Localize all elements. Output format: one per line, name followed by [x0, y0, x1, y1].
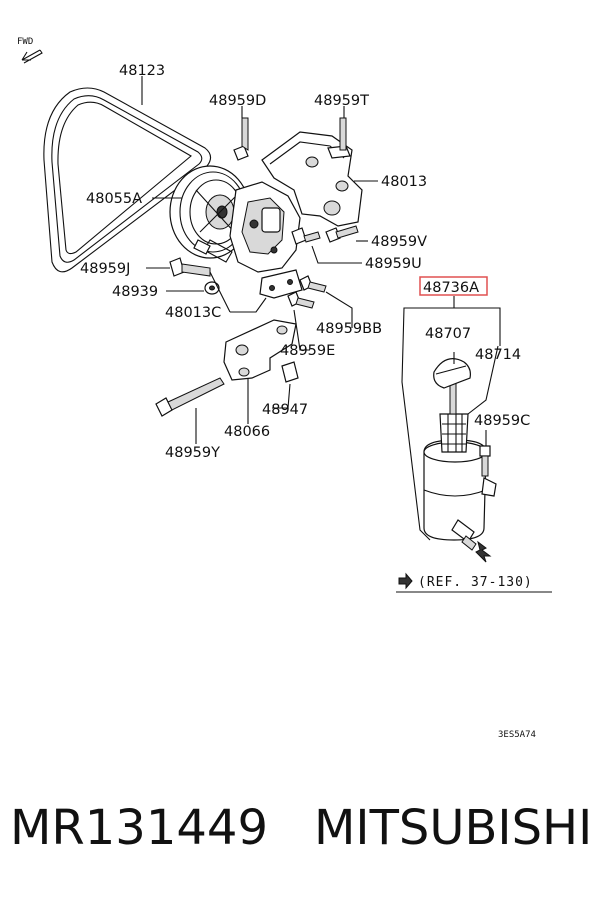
callout-48959T: 48959T — [314, 93, 369, 109]
fwd-arrow-icon — [21, 49, 43, 64]
callout-48066: 48066 — [224, 424, 270, 440]
part-number: MR131449 — [10, 800, 268, 856]
callout-48947: 48947 — [262, 402, 308, 418]
highlight-box-48736A — [419, 276, 488, 296]
bolt-48959BB — [287, 275, 327, 309]
callout-48959BB: 48959BB — [316, 321, 382, 337]
washer-48939 — [204, 281, 220, 295]
callout-48123: 48123 — [119, 63, 165, 79]
callout-48959V: 48959V — [371, 234, 427, 250]
diagram-code: 3ES5A74 — [498, 730, 536, 740]
reference-note: (REF. 37-130) — [396, 572, 552, 593]
reservoir — [423, 379, 497, 563]
callout-48959U: 48959U — [365, 256, 422, 272]
pump-body — [193, 181, 301, 273]
footer-title: MR131449 MITSUBISHI — [10, 800, 600, 880]
callout-48013C: 48013C — [165, 305, 221, 321]
reference-arrow-icon — [398, 572, 413, 590]
callout-48959C: 48959C — [474, 413, 530, 429]
bracket-48066 — [223, 319, 297, 381]
brand-name: MITSUBISHI — [314, 800, 593, 856]
bolt-48959Y — [155, 377, 225, 417]
callout-48013: 48013 — [381, 174, 427, 190]
callout-48959E: 48959E — [280, 343, 335, 359]
callouts: 48123 48959D 48959T 48013 48055A 48959V … — [80, 63, 530, 461]
callout-48959Y: 48959Y — [165, 445, 220, 461]
reservoir-cap — [433, 358, 471, 389]
leader-lines — [141, 76, 501, 541]
bolt-48959C — [479, 445, 491, 477]
clip-48947 — [281, 361, 299, 383]
fwd-indicator: FWD — [17, 37, 43, 64]
bolt-48959V — [325, 225, 359, 243]
bolt-48959D — [233, 117, 249, 161]
bolt-48959T — [327, 117, 351, 159]
hose-arrow-icon — [475, 540, 492, 563]
fwd-label: FWD — [17, 37, 33, 47]
bracket-48013C — [259, 269, 303, 299]
callout-48939: 48939 — [112, 284, 158, 300]
callout-48714: 48714 — [475, 347, 521, 363]
bolt-48959U — [291, 227, 321, 245]
callout-48736A-highlighted[interactable]: 48736A — [423, 280, 479, 296]
drive-belt — [43, 87, 212, 273]
callout-48959D: 48959D — [209, 93, 266, 109]
callout-48959J: 48959J — [80, 261, 130, 277]
callout-48707: 48707 — [425, 326, 471, 342]
bolt-48959J — [169, 257, 211, 277]
callout-48055A: 48055A — [86, 191, 142, 207]
reference-text: (REF. 37-130) — [418, 575, 533, 590]
